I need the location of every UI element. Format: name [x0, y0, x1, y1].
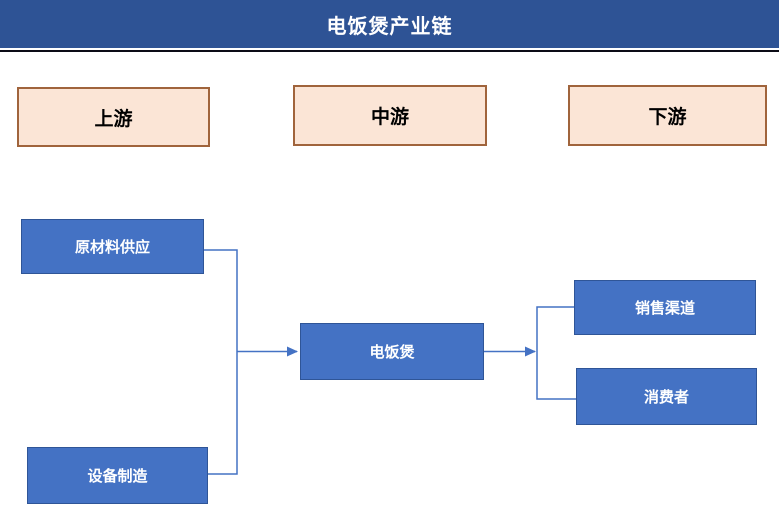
node-consumer: 消费者 — [576, 368, 757, 425]
edge-upstream-bracket — [204, 249, 238, 475]
node-equipment-manufacturing: 设备制造 — [27, 447, 208, 504]
header-divider — [0, 50, 779, 52]
node-rice-cooker: 电饭煲 — [300, 323, 484, 380]
edge-downstream-bracket — [536, 306, 576, 400]
stage-downstream: 下游 — [568, 85, 767, 146]
stage-upstream: 上游 — [17, 87, 210, 147]
node-sales-channel: 销售渠道 — [574, 280, 756, 335]
diagram-title: 电饭煲产业链 — [326, 15, 453, 38]
node-raw-material-supply: 原材料供应 — [21, 219, 204, 274]
stage-midstream: 中游 — [293, 85, 487, 146]
title-bar: 电饭煲产业链 — [0, 0, 779, 48]
